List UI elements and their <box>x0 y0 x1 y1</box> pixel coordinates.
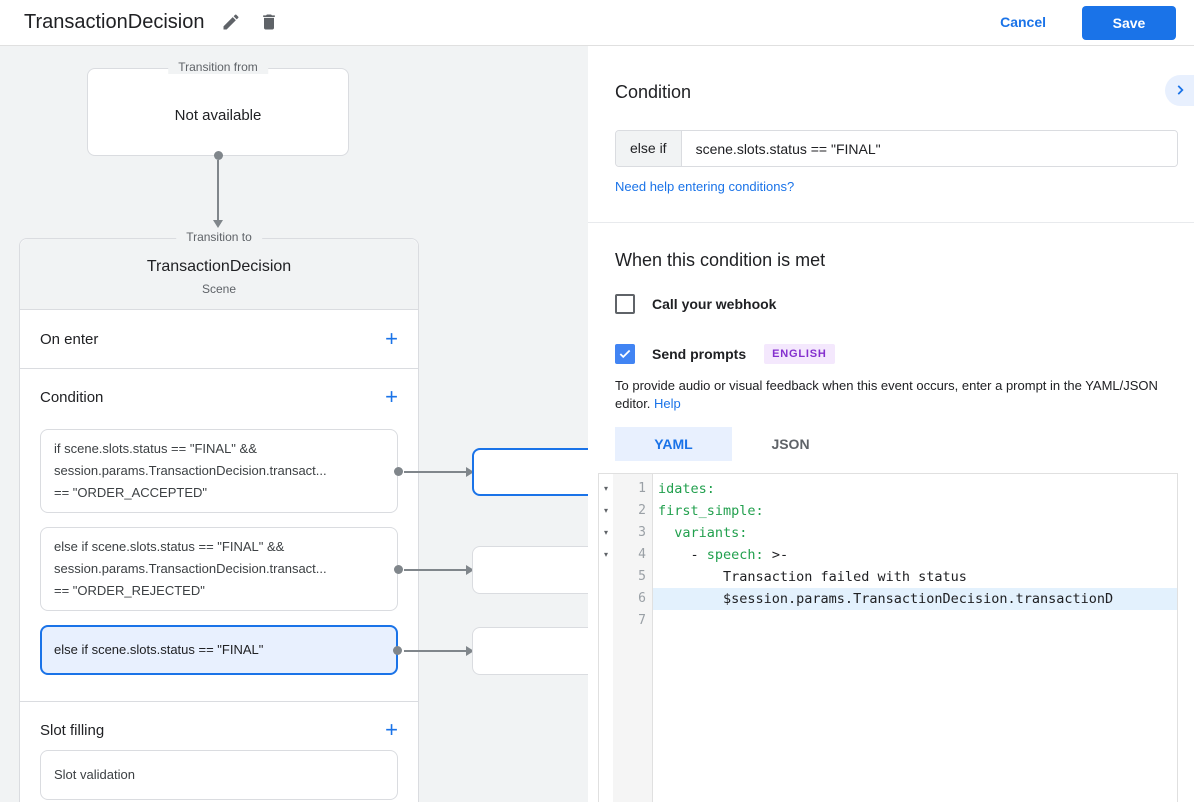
connector-dot <box>214 151 223 160</box>
save-button[interactable]: Save <box>1082 6 1176 40</box>
section-divider <box>20 701 418 702</box>
panel-title: Condition <box>615 82 692 102</box>
transition-from-value: Not available <box>174 107 262 124</box>
code-text: idates: <box>658 481 715 497</box>
line-number: 2 <box>638 503 646 518</box>
divider <box>588 222 1194 223</box>
condition-label: Condition <box>40 388 104 406</box>
slot-validation-card[interactable]: Slot validation <box>40 750 398 800</box>
fold-spacer <box>599 588 613 610</box>
add-slot-icon[interactable]: + <box>385 717 398 742</box>
editor-lines: ▾ 1 idates: ▾ 2 first_simple: ▾ 3 variants: ▾ 4 -… <box>599 474 1177 632</box>
top-bar: TransactionDecision Cancel Save <box>0 0 1194 46</box>
line-number: 4 <box>638 547 646 562</box>
transition-from-label: Transition from <box>168 60 268 74</box>
transition-arrow-head <box>213 220 223 228</box>
editor-line[interactable]: 7 <box>599 610 1177 632</box>
edit-icon[interactable] <box>219 11 243 35</box>
fold-spacer <box>599 566 613 588</box>
cancel-button[interactable]: Cancel <box>1000 0 1046 45</box>
fold-arrow-icon[interactable]: ▾ <box>603 484 608 493</box>
editor-line[interactable]: ▾ 3 variants: <box>599 522 1177 544</box>
checkmark-icon <box>619 349 631 359</box>
editor-line[interactable]: ▾ 1 idates: <box>599 478 1177 500</box>
help-link[interactable]: Help <box>654 395 681 411</box>
page-title: TransactionDecision <box>24 11 205 33</box>
slot-filling-label: Slot filling <box>40 721 105 739</box>
add-condition-icon[interactable]: + <box>385 384 398 409</box>
editor-line[interactable]: 5 Transaction failed with status <box>599 566 1177 588</box>
on-enter-section: On enter + <box>20 310 418 369</box>
transition-from-box[interactable]: Transition from Not available <box>87 60 349 160</box>
target-scene-box[interactable] <box>472 448 588 496</box>
condition-card[interactable]: else if scene.slots.status == "FINAL" <box>40 625 402 675</box>
line-number: 6 <box>638 591 646 606</box>
editor-note: To provide audio or visual feedback when… <box>615 377 1175 412</box>
webhook-checkbox[interactable] <box>615 294 635 314</box>
line-number: 7 <box>638 613 646 628</box>
fold-arrow-icon[interactable]: ▾ <box>603 506 608 515</box>
condition-input-row: else if <box>615 130 1178 167</box>
flow-canvas: Transition from Not available Transition… <box>0 46 588 802</box>
code-text: first_simple: <box>658 503 764 519</box>
language-badge: ENGLISH <box>764 344 835 364</box>
condition-card[interactable]: else if scene.slots.status == "FINAL" &&… <box>40 527 403 611</box>
editor-note-line1: To provide audio or visual feedback when… <box>615 378 1158 393</box>
editor-note-line2: editor. <box>615 395 651 411</box>
code-text: $session.params.TransactionDecision.tran… <box>653 588 1177 610</box>
condition-editor-panel: Condition else if Need help entering con… <box>588 46 1194 802</box>
condition-input[interactable] <box>681 131 1177 166</box>
condition-arrow <box>404 466 474 478</box>
editor-tabs: YAML JSON <box>615 427 849 461</box>
tab-yaml[interactable]: YAML <box>615 427 732 461</box>
fold-arrow-icon[interactable]: ▾ <box>603 528 608 537</box>
transition-to-label: Transition to <box>176 230 262 244</box>
connector-dot <box>393 645 402 655</box>
chevron-right-icon[interactable] <box>1165 75 1194 106</box>
webhook-checkbox-label[interactable]: Call your webhook <box>652 296 777 312</box>
code-text: variants: <box>658 525 748 541</box>
line-number: 5 <box>638 569 646 584</box>
condition-card[interactable]: if scene.slots.status == "FINAL" &&sessi… <box>40 429 403 513</box>
yaml-code-editor[interactable]: ▾ 1 idates: ▾ 2 first_simple: ▾ 3 variants: ▾ 4 -… <box>598 473 1178 802</box>
transition-to-box: Transition to TransactionDecision Scene … <box>19 230 419 802</box>
line-number: 3 <box>638 525 646 540</box>
target-scene-box[interactable] <box>472 546 588 594</box>
scene-name: TransactionDecision <box>146 258 292 275</box>
condition-card-list: if scene.slots.status == "FINAL" &&sessi… <box>20 429 418 675</box>
delete-icon[interactable] <box>257 11 281 35</box>
condition-arrow <box>404 564 474 576</box>
connector-dot <box>394 564 403 574</box>
condition-prefix: else if <box>616 131 682 166</box>
scene-type: Scene <box>201 282 237 296</box>
line-number: 1 <box>638 481 646 496</box>
tab-json[interactable]: JSON <box>771 436 810 452</box>
when-condition-heading: When this condition is met <box>615 250 826 270</box>
add-on-enter-icon[interactable]: + <box>385 326 398 351</box>
connector-dot <box>394 466 403 476</box>
conditions-help-link[interactable]: Need help entering conditions? <box>615 179 795 194</box>
fold-spacer <box>599 610 613 632</box>
on-enter-label: On enter <box>40 330 99 348</box>
condition-arrow <box>404 645 474 657</box>
target-scene-box[interactable] <box>472 627 588 675</box>
send-prompts-checkbox[interactable] <box>615 344 635 364</box>
condition-section: Condition + if scene.slots.status == "FI… <box>20 369 418 675</box>
line-number-gutter <box>613 474 653 802</box>
code-text <box>653 610 1177 632</box>
editor-line[interactable]: ▾ 4 - speech: >- <box>599 544 1177 566</box>
transition-arrow-line <box>217 160 219 220</box>
send-prompts-label[interactable]: Send prompts <box>652 346 747 362</box>
editor-line[interactable]: ▾ 2 first_simple: <box>599 500 1177 522</box>
fold-arrow-icon[interactable]: ▾ <box>603 550 608 559</box>
slot-filling-section: Slot filling + Slot validation <box>20 702 418 800</box>
editor-line[interactable]: 6 $session.params.TransactionDecision.tr… <box>599 588 1177 610</box>
code-text: Transaction failed with status <box>658 569 967 585</box>
code-text: - speech: >- <box>658 547 789 563</box>
scene-header[interactable]: TransactionDecision Scene <box>20 239 418 310</box>
